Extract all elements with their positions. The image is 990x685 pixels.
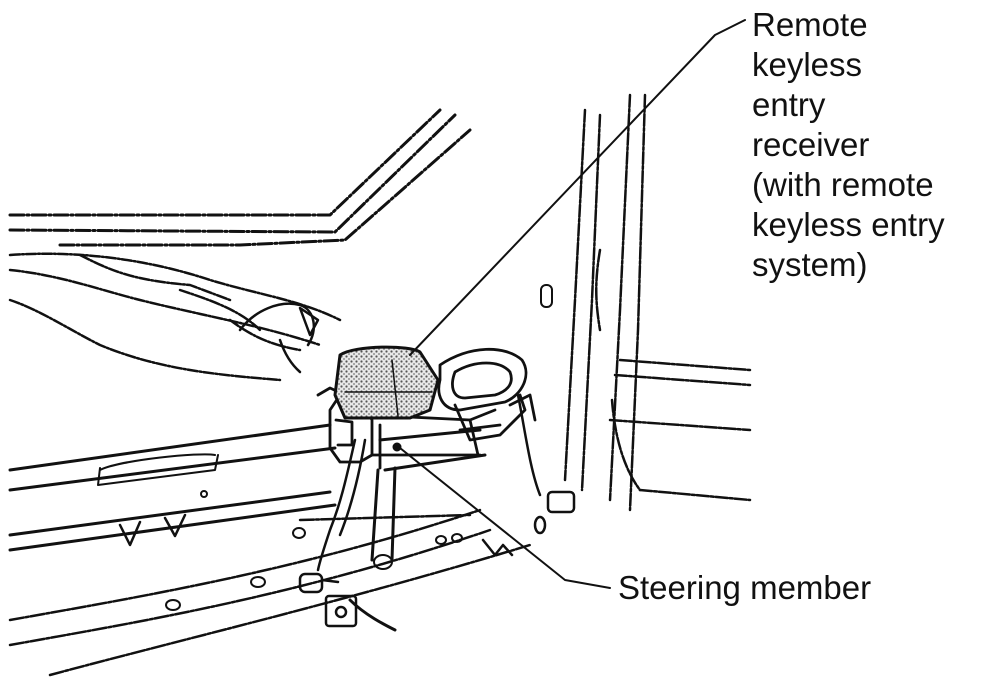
receiver-label-line-4: receiver — [752, 126, 870, 163]
beam-hole — [200, 490, 208, 498]
receiver-label-line-2: keyless — [752, 46, 863, 83]
beam-tabs — [118, 513, 187, 547]
door-panel — [608, 358, 752, 502]
wire-harness — [238, 302, 320, 374]
support-post — [348, 466, 397, 632]
pillar-grommet — [540, 284, 553, 308]
steering-member-leader-line — [399, 447, 611, 589]
receiver-leader-line — [409, 19, 746, 356]
receiver-label-line-3: entry — [752, 86, 826, 123]
receiver-label-line-7: system) — [752, 246, 868, 283]
bracket-stud — [392, 442, 402, 452]
hanging-cable-2 — [338, 438, 367, 537]
a-pillar — [563, 93, 647, 512]
receiver-label-line-1: Remote — [752, 6, 868, 43]
frame-clip — [481, 538, 514, 557]
receiver-label-line-6: keyless entry — [752, 206, 945, 243]
air-duct — [437, 347, 537, 442]
frame-holes — [165, 527, 463, 611]
receiver-label-line-5: (with remote — [752, 166, 934, 203]
remote-keyless-entry-receiver — [333, 345, 440, 420]
lower-frame — [8, 508, 532, 677]
steering-member-label: Steering member — [618, 569, 872, 606]
hanging-cable — [316, 438, 357, 572]
steering-member-beam — [8, 423, 487, 552]
frame-bolt — [298, 572, 358, 628]
pillar-clip — [516, 393, 576, 535]
windshield-frame — [8, 108, 472, 247]
receiver-callout-label: Remote keyless entry receiver (with remo… — [752, 5, 987, 285]
